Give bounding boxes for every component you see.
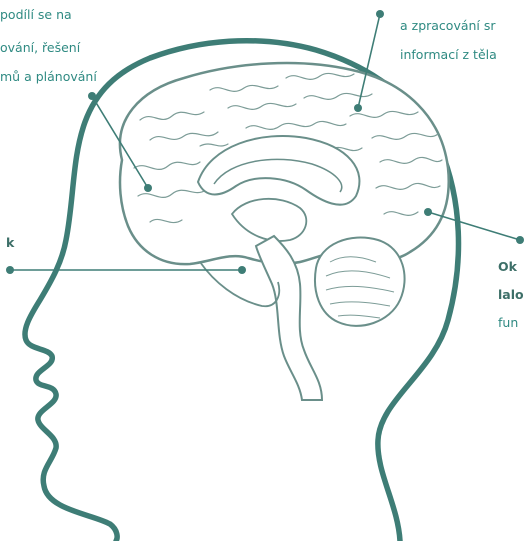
cerebellum: [315, 238, 405, 326]
brainstem: [256, 236, 322, 400]
